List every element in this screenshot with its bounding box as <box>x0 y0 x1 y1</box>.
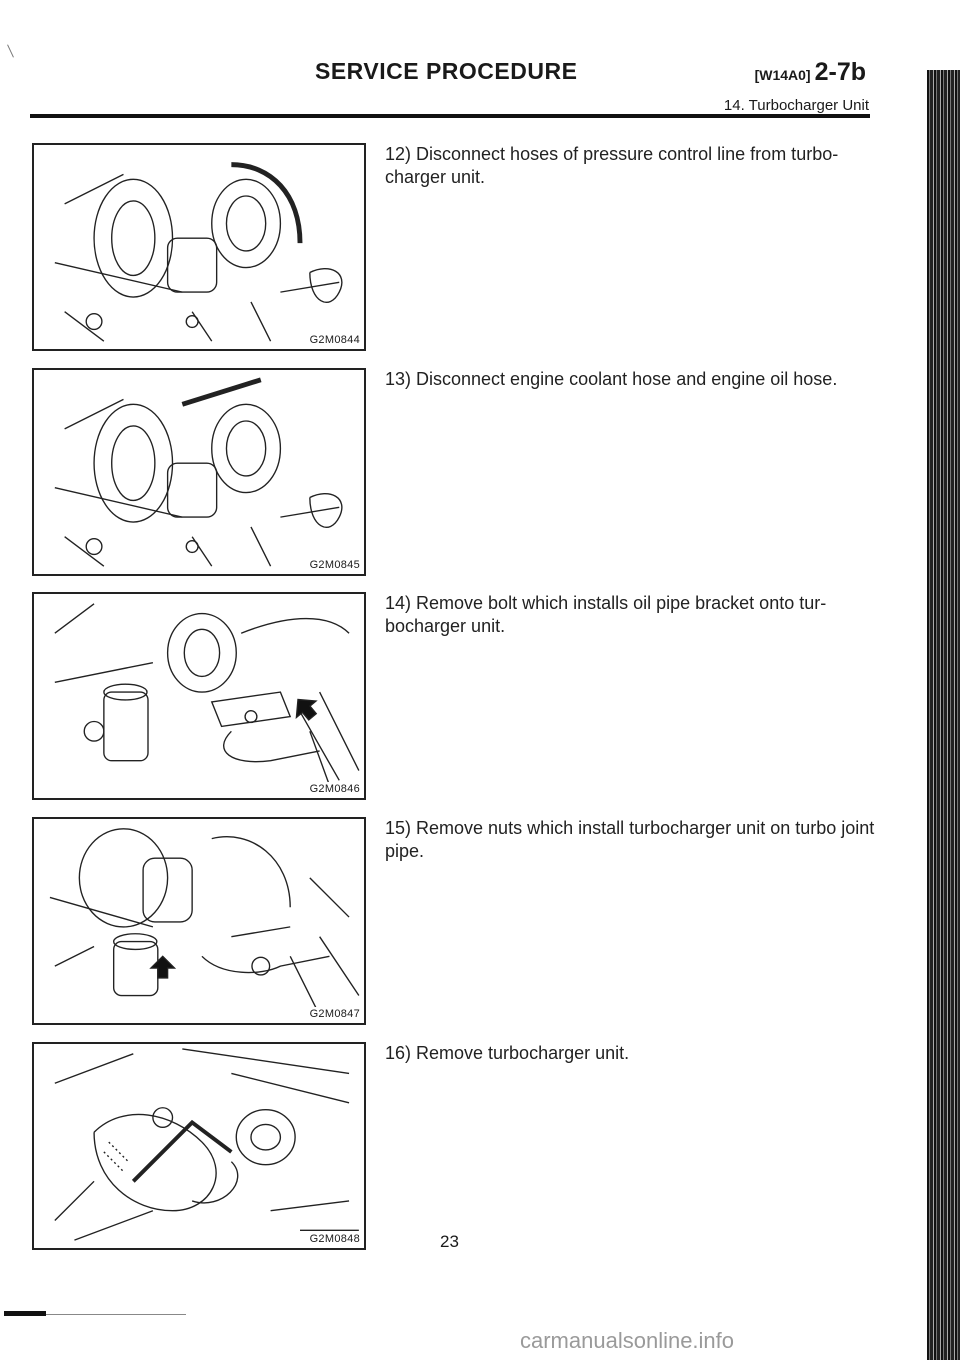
figure-label: G2M0848 <box>307 1232 362 1246</box>
watermark: carmanualsonline.info <box>520 1328 735 1353</box>
figure-label: G2M0844 <box>307 333 362 347</box>
page-code: 2-7b <box>814 58 866 86</box>
footer-bar <box>4 1311 46 1316</box>
step-12-text: 12) Disconnect hoses of pressure control… <box>385 144 839 187</box>
figure-label: G2M0845 <box>307 558 362 572</box>
step-13-text: 13) Disconnect engine coolant hose and e… <box>385 369 838 389</box>
figure-g2m0846: G2M0846 <box>32 592 366 800</box>
step-16-text: 16) Remove turbocharger unit. <box>385 1043 630 1063</box>
page-title: SERVICE PROCEDURE <box>315 58 578 84</box>
figure-g2m0844: G2M0844 <box>32 143 366 351</box>
page-number: 23 <box>440 1232 459 1251</box>
turbocharger-illustration-3 <box>54 603 360 786</box>
section-subtitle: 14. Turbocharger Unit <box>723 97 869 114</box>
figure-g2m0847: G2M0847 <box>32 817 366 1025</box>
figure-label: G2M0846 <box>307 782 362 796</box>
turbocharger-illustration-2 <box>54 377 343 567</box>
figure-g2m0848: G2M0848 <box>32 1042 366 1250</box>
turbocharger-illustration-1 <box>54 162 343 342</box>
scan-edge-artifact <box>927 70 960 1360</box>
header-rule <box>30 114 870 118</box>
step-15-text: 15) Remove nuts which install turbocharg… <box>385 818 875 861</box>
figure-label: G2M0847 <box>307 1007 362 1021</box>
footer-rule <box>46 1314 186 1315</box>
turbocharger-removal-illustration <box>54 1048 359 1241</box>
turbocharger-illustration-4 <box>49 828 360 1016</box>
step-14-text: 14) Remove bolt which installs oil pipe … <box>385 593 827 636</box>
corner-mark <box>7 44 14 58</box>
figure-g2m0845: G2M0845 <box>32 368 366 576</box>
section-id: [W14A0] <box>754 67 811 83</box>
section-code: [W14A0]2-7b <box>755 58 866 87</box>
